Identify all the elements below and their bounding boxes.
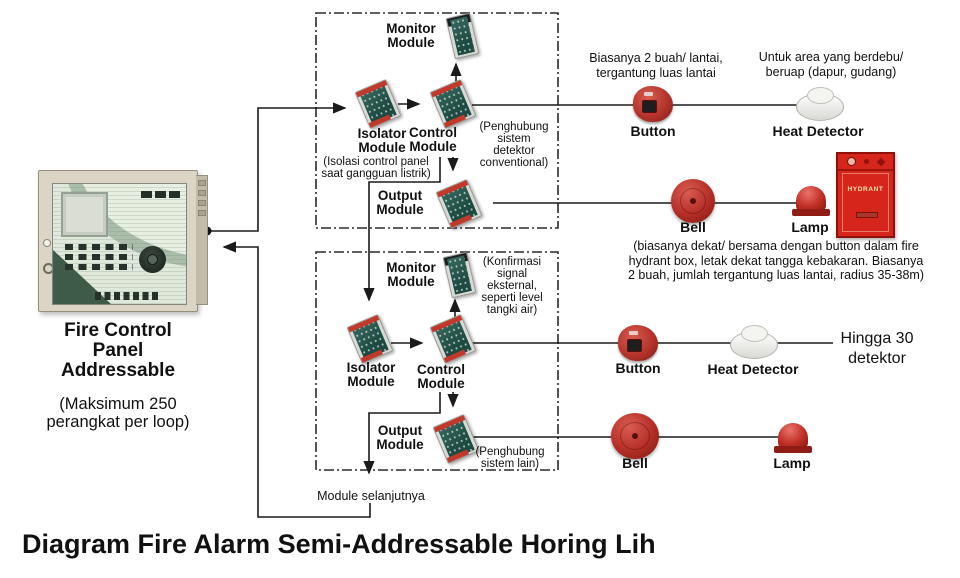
isolator-module1-label: Isolator Module bbox=[357, 126, 407, 156]
fire-control-panel-image bbox=[38, 168, 210, 314]
capacity-note: Hingga 30 detektor bbox=[840, 330, 914, 367]
panel-vent-slot bbox=[197, 200, 206, 206]
lamp1-icon bbox=[792, 186, 830, 216]
monitor-module2-label: Monitor Module bbox=[386, 260, 436, 290]
call-point-button2-icon bbox=[618, 325, 658, 361]
panel-vent-slot bbox=[197, 190, 206, 196]
loop2-to-next-module-wire bbox=[363, 392, 441, 475]
next-module-label: Module selanjutnya bbox=[317, 489, 425, 503]
panel-nav-center bbox=[147, 254, 158, 265]
diagram-title: Diagram Fire Alarm Semi-Addressable Hori… bbox=[22, 529, 656, 559]
heat-detector1-icon bbox=[796, 87, 844, 121]
panel-keyhole bbox=[43, 239, 51, 247]
hydrant-bell-icon bbox=[847, 157, 857, 166]
bell1-icon bbox=[671, 179, 715, 223]
control-module1-note: (Penghubung sistem detektor conventional… bbox=[479, 121, 549, 170]
button2-label: Button bbox=[615, 360, 661, 376]
isolator-module2-label: Isolator Module bbox=[346, 360, 396, 390]
hydrant-door bbox=[842, 173, 889, 232]
heat-detector2-icon bbox=[730, 325, 778, 359]
output-module2-label: Output Module bbox=[376, 423, 424, 453]
output-module1-label: Output Module bbox=[376, 188, 424, 218]
panel-keypad-row bbox=[65, 264, 133, 270]
panel-lcd-glass bbox=[66, 197, 103, 232]
call-point-button1-icon bbox=[633, 86, 673, 122]
loop2-box bbox=[315, 251, 559, 471]
panel-lcd-screen bbox=[61, 192, 108, 237]
button1-note: Biasanya 2 buah/ lantai, tergantung luas… bbox=[589, 51, 723, 80]
heat1-label: Heat Detector bbox=[772, 123, 864, 139]
loop1-box bbox=[315, 12, 559, 229]
panel-nav-dial bbox=[139, 246, 166, 273]
lamp2-label: Lamp bbox=[773, 455, 811, 471]
panel-capacity-note: (Maksimum 250 perangkat per loop) bbox=[46, 395, 190, 432]
panel-function-buttons bbox=[95, 292, 161, 300]
heat1-note: Untuk area yang berdebu/ beruap (dapur, … bbox=[758, 50, 904, 79]
lamp2-icon bbox=[774, 423, 812, 453]
bell2-label: Bell bbox=[622, 455, 648, 471]
lamp1-label: Lamp bbox=[791, 219, 829, 235]
panel-keypad-row bbox=[65, 244, 133, 250]
return-to-panel-wire bbox=[222, 241, 371, 518]
control-module2-label: Control Module bbox=[417, 362, 465, 392]
panel-face bbox=[52, 183, 187, 305]
hydrant-handle bbox=[856, 212, 878, 218]
hydrant-button-icon bbox=[864, 159, 870, 164]
panel-led-indicators bbox=[141, 191, 181, 198]
panel-to-loop1-wire bbox=[207, 102, 347, 232]
hydrant-box-header bbox=[838, 154, 893, 171]
hydrant-label: HYDRANT bbox=[847, 186, 884, 193]
bell1-label: Bell bbox=[680, 219, 706, 235]
monitor-module2-note: (Konfirmasi signal eksternal, seperti le… bbox=[481, 256, 543, 317]
panel-side bbox=[196, 175, 208, 305]
loop-boxes bbox=[315, 12, 559, 471]
control-module1-label: Control Module bbox=[409, 125, 457, 155]
loop1-to-loop2-wire bbox=[363, 157, 441, 302]
panel-body bbox=[38, 170, 198, 312]
panel-keypad-row bbox=[65, 254, 133, 260]
button1-label: Button bbox=[630, 123, 676, 139]
output-module2-note: (Penghubung sistem lain) bbox=[475, 446, 545, 471]
panel-vent-slot bbox=[197, 210, 206, 216]
hydrant-box-icon: HYDRANT bbox=[836, 152, 895, 238]
hydrant-lamp-icon bbox=[876, 157, 886, 166]
monitor-module1-label: Monitor Module bbox=[386, 21, 436, 51]
bell2-icon bbox=[611, 413, 659, 459]
panel-vent-slot bbox=[197, 180, 206, 186]
isolator-module1-note: (Isolasi control panel saat gangguan lis… bbox=[321, 156, 431, 181]
bell-lamp-note: (biasanya dekat/ bersama dengan button d… bbox=[627, 239, 925, 282]
panel-title: Fire Control Panel Addressable bbox=[60, 320, 176, 382]
heat2-label: Heat Detector bbox=[707, 361, 799, 377]
